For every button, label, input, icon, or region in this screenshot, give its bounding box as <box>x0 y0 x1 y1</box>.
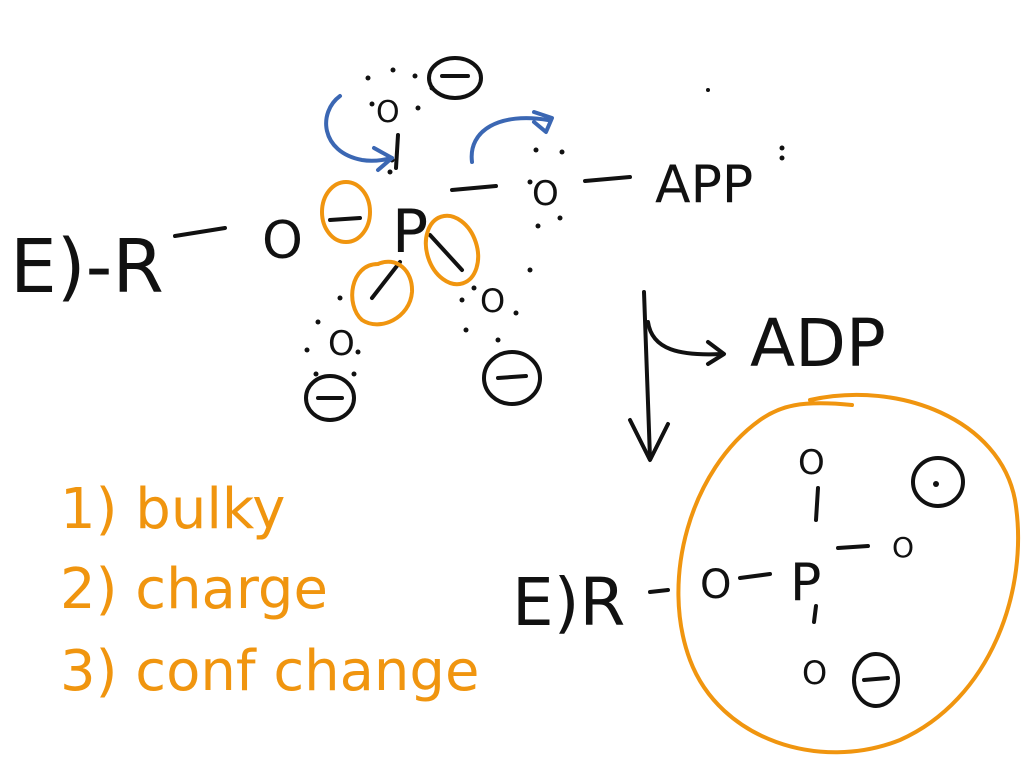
note-1: 1) bulky <box>60 477 285 542</box>
top-molecule: E)-R O P O O O O <box>10 56 785 422</box>
notes-list: 1) bulky 2) charge 3) conf change <box>60 477 479 704</box>
left-oxygen: O <box>328 324 355 364</box>
product-highlight-circle <box>676 392 1020 755</box>
product-top-charge-circle <box>911 456 965 508</box>
product-bond-o-p <box>738 572 772 580</box>
reaction-arrow-head <box>628 418 670 462</box>
note-2: 2) charge <box>60 557 328 622</box>
note-3: 3) conf change <box>60 639 479 704</box>
product-bottom-charge-circle <box>852 652 900 708</box>
product-bond-p-bottom <box>812 604 818 624</box>
bond-o-app <box>583 175 632 183</box>
electron-arrow-left <box>324 94 394 163</box>
lone-pair-dots <box>304 67 785 377</box>
bond-p-right-o <box>428 233 464 272</box>
byproduct-arrow <box>646 320 724 357</box>
product-bottom-charge-minus <box>862 676 890 682</box>
product-phosphorus: P <box>790 553 821 613</box>
highlight-o-p-bond <box>320 180 372 244</box>
product-right-oxygen: O <box>892 531 914 564</box>
bond-p-top-o <box>394 133 400 170</box>
byproduct-label: ADP <box>750 305 886 382</box>
top-charge-circle <box>427 56 483 100</box>
reaction-arrow-shaft <box>642 290 652 460</box>
leaving-group-label: APP <box>655 155 753 215</box>
right-charge-minus <box>496 374 528 380</box>
right-oxygen: O <box>480 282 505 320</box>
top-ester-oxygen: O <box>262 211 303 271</box>
electron-arrow-left-head <box>372 146 394 172</box>
product-ester-oxygen: O <box>700 562 731 608</box>
product-bond-p-right <box>836 544 870 550</box>
bridge-oxygen: O <box>532 174 559 214</box>
bond-r-o <box>173 226 227 238</box>
top-phosphorus: P <box>392 197 428 267</box>
byproduct-arrow-head <box>706 340 726 366</box>
product-bond-r-o <box>648 588 670 594</box>
product-top-oxygen: O <box>798 443 825 483</box>
electron-arrow-right <box>469 116 550 164</box>
bond-p-left-o <box>370 260 402 300</box>
product-top-charge-dot <box>933 481 939 487</box>
bond-p-bridge-o <box>450 184 498 192</box>
reaction-arrow: ADP <box>628 290 886 462</box>
highlight-p-left-bond <box>350 259 415 327</box>
electron-arrow-right-head <box>532 110 554 134</box>
product-molecule: E)R O P O O O <box>512 392 1020 755</box>
product-bottom-oxygen: O <box>802 654 827 692</box>
top-enzyme-residue: E)-R <box>10 224 164 310</box>
highlight-p-right-bond <box>423 213 481 287</box>
top-oxygen: O <box>376 95 400 130</box>
bond-o-p <box>328 216 362 222</box>
product-enzyme-residue: E)R <box>512 564 625 641</box>
product-bond-p-top <box>814 486 820 522</box>
left-charge-circle <box>304 374 356 422</box>
right-charge-circle <box>482 350 542 406</box>
